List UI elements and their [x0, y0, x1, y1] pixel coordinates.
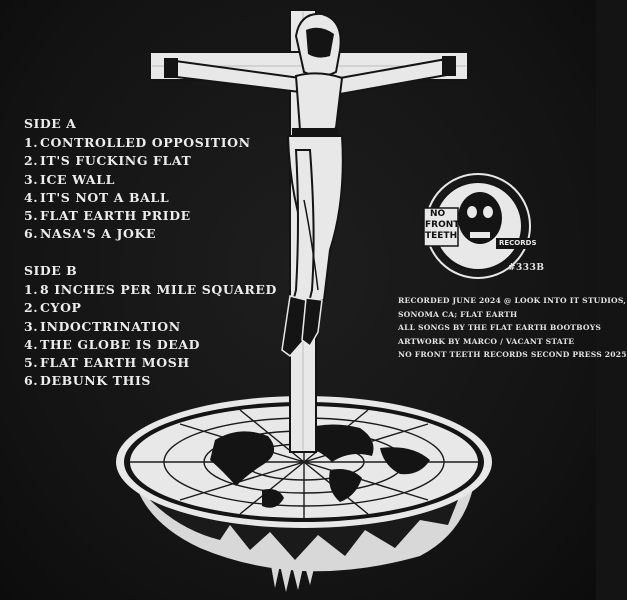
- track-item: 1.CONTROLLED OPPOSITION: [24, 135, 251, 150]
- credit-line: ALL SONGS BY THE FLAT EARTH BOOTBOYS: [398, 323, 602, 333]
- credit-line: NO FRONT TEETH RECORDS SECOND PRESS 2025: [398, 350, 627, 360]
- label-logo-front: FRONT: [425, 220, 460, 230]
- label-logo-teeth: TEETH: [425, 231, 458, 241]
- track-item: 4.IT'S NOT A BALL: [24, 189, 170, 205]
- credit-line: ARTWORK BY MARCO / VACANT STATE: [398, 336, 575, 346]
- credit-line: SONOMA CA; FLAT EARTH: [398, 309, 518, 319]
- track-item: 6.DEBUNK THIS: [24, 373, 152, 389]
- side-a-title: SIDE A: [24, 116, 77, 131]
- credits-block: RECORDED JUNE 2024 @ LOOK INTO IT STUDIO…: [398, 294, 627, 362]
- track-item: 3.INDOCTRINATION: [24, 318, 181, 334]
- side-b-tracklist: 1.8 INCHES PER MILE SQUARED 2.CYOP 3.IND…: [24, 281, 277, 391]
- side-a-tracklist: 1.CONTROLLED OPPOSITION 2.IT'S FUCKING F…: [24, 134, 251, 244]
- track-item: 6.NASA'S A JOKE: [24, 226, 157, 242]
- track-item: 4.THE GLOBE IS DEAD: [24, 336, 201, 352]
- track-item: 3.ICE WALL: [24, 171, 115, 187]
- crucifix-flat-earth-artwork: [116, 10, 531, 592]
- track-item: 2.CYOP: [24, 300, 82, 316]
- track-item: 1.8 INCHES PER MILE SQUARED: [24, 282, 277, 297]
- catalog-number: #333B: [508, 263, 545, 273]
- track-item: 2.IT'S FUCKING FLAT: [24, 153, 192, 169]
- label-logo-no: NO: [430, 209, 446, 219]
- track-item: 5.FLAT EARTH PRIDE: [24, 208, 191, 224]
- side-b-title: SIDE B: [24, 263, 78, 278]
- track-item: 5.FLAT EARTH MOSH: [24, 355, 190, 371]
- label-logo-records: RECORDS: [499, 239, 537, 247]
- credit-line: RECORDED JUNE 2024 @ LOOK INTO IT STUDIO…: [398, 296, 627, 305]
